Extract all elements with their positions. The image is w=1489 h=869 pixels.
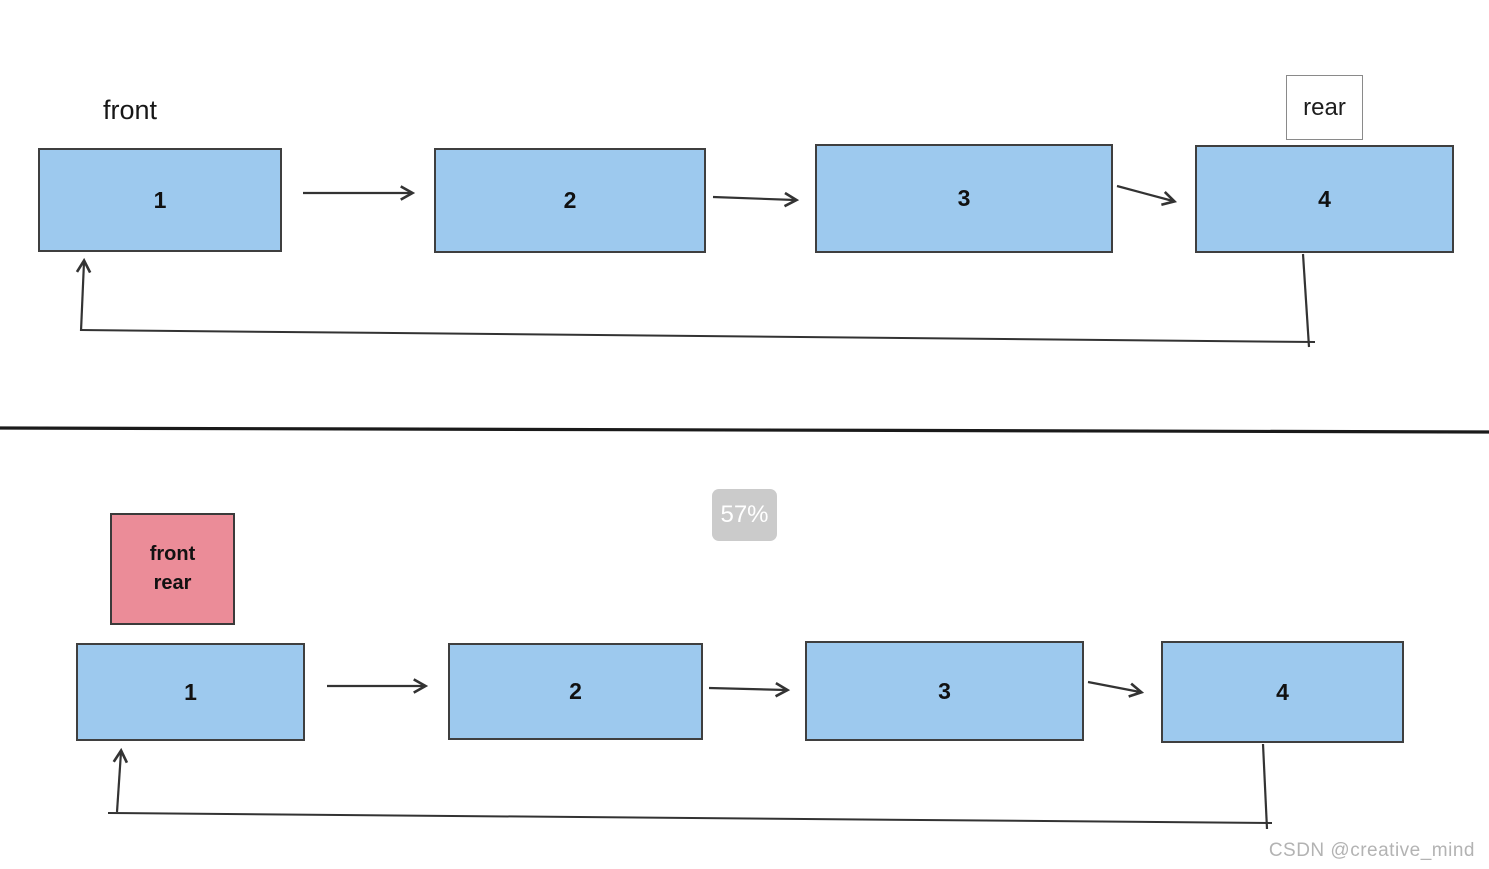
bottom-node-3: 3 (805, 641, 1084, 741)
top-node-2: 2 (434, 148, 706, 253)
line-top-return (79, 329, 1316, 343)
top-node-3: 3 (815, 144, 1113, 253)
arrow-top-2-3 (712, 191, 800, 208)
line-top-4-drop (1301, 253, 1311, 348)
pointer-front-label: front (149, 543, 196, 565)
rear-tag: rear (1286, 75, 1363, 140)
bottom-node-2: 2 (448, 643, 703, 740)
front-label: front (103, 95, 158, 125)
top-node-4: 4 (1195, 145, 1454, 253)
arrow-bottom-return-up (112, 747, 129, 813)
watermark: CSDN @creative_mind (1268, 840, 1475, 861)
bottom-node-1: 1 (76, 643, 305, 741)
arrow-bottom-2-3 (708, 682, 791, 698)
arrow-top-return-up (75, 257, 92, 332)
front-rear-pointer-box: front rear (110, 513, 235, 625)
arrow-bottom-3-4 (1087, 680, 1145, 698)
section-divider (0, 426, 1489, 434)
pointer-rear-label: rear (153, 572, 192, 594)
zoom-level-badge: 57% (712, 489, 777, 541)
rear-tag-label: rear (1303, 93, 1346, 121)
bottom-node-4: 4 (1161, 641, 1404, 743)
line-bottom-4-drop (1261, 743, 1269, 830)
arrow-top-3-4 (1116, 184, 1178, 206)
top-node-1: 1 (38, 148, 282, 252)
line-bottom-return (107, 812, 1273, 824)
